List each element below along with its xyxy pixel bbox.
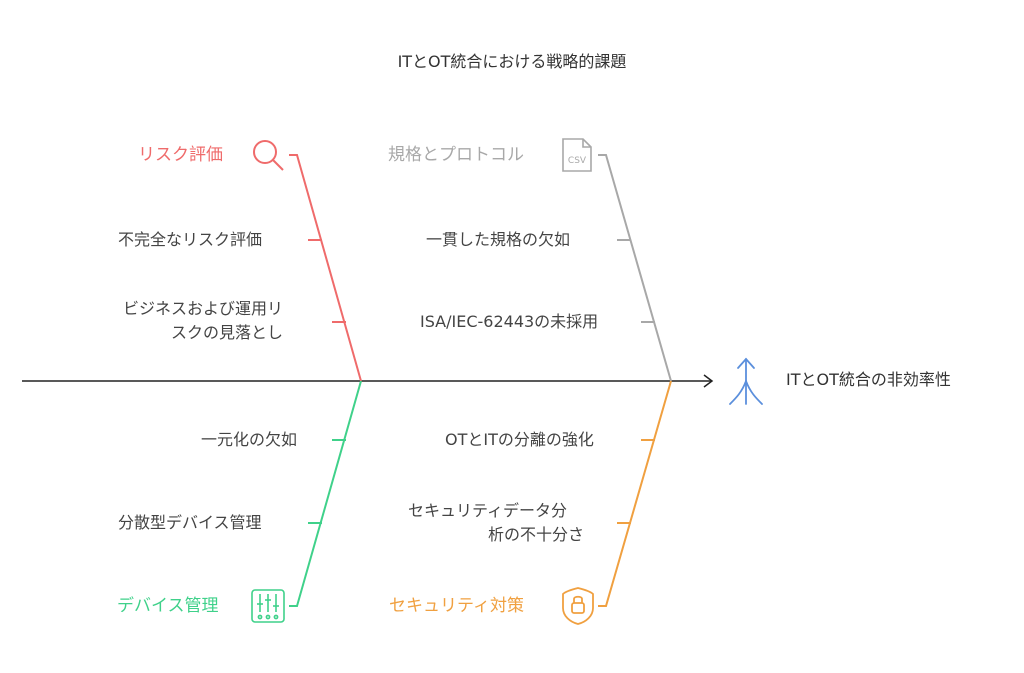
bone-device: [289, 380, 362, 607]
csv-file-icon: CSV: [562, 138, 592, 172]
effect-label: ITとOT統合の非効率性: [786, 370, 951, 389]
cause-security-data-analysis-line2: 析の不十分さ: [488, 525, 585, 544]
cause-lack-of-standards: 一貫した規格の欠如: [426, 230, 571, 249]
cause-distributed-device-management: 分散型デバイス管理: [118, 513, 262, 532]
spine-arrowhead: [703, 374, 714, 388]
cause-ot-it-separation: OTとITの分離の強化: [445, 430, 594, 449]
cause-incomplete-risk-assessment: 不完全なリスク評価: [118, 230, 263, 249]
diagram-title: ITとOT統合における戦略的課題: [397, 52, 627, 71]
category-standards-label: 規格とプロトコル: [388, 145, 524, 165]
magnifier-icon: [253, 140, 284, 171]
cause-lack-of-centralization: 一元化の欠如: [201, 430, 298, 449]
category-security-label: セキュリティ対策: [389, 596, 524, 616]
bone-standards: [598, 154, 672, 382]
category-device-label: デバイス管理: [117, 596, 219, 616]
sliders-icon: [251, 589, 285, 623]
csv-icon-text: CSV: [568, 156, 587, 166]
category-risk-label: リスク評価: [138, 145, 223, 165]
cause-business-risk-line1: ビジネスおよび運用リ: [123, 299, 284, 318]
cause-security-data-analysis-line1: セキュリティデータ分: [408, 501, 568, 520]
lock-shield-icon: [562, 587, 594, 625]
arrow-up-fork-icon: [729, 357, 763, 405]
cause-business-risk-line2: スクの見落とし: [171, 323, 284, 342]
cause-isa-iec-not-adopted: ISA/IEC-62443の未採用: [420, 312, 599, 331]
bone-risk: [289, 154, 362, 382]
bone-security: [598, 380, 672, 607]
